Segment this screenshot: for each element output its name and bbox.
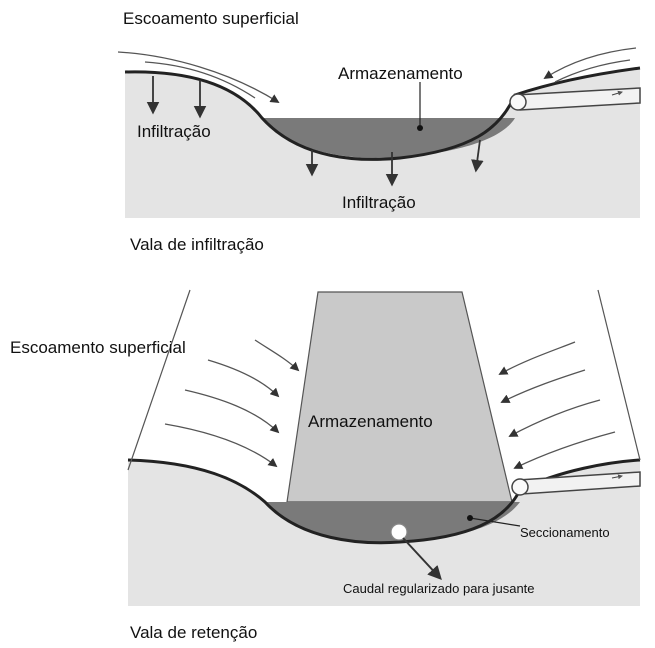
right-bank-line bbox=[597, 289, 641, 461]
outflow-arrow bbox=[402, 537, 442, 581]
section-marker bbox=[467, 515, 473, 521]
storage-label-top: Armazenamento bbox=[338, 64, 463, 83]
infiltration-label-left: Infiltração bbox=[137, 122, 211, 141]
section-leader bbox=[469, 517, 521, 527]
caption-bottom: Vala de retenção bbox=[130, 623, 257, 642]
ground-outline-bottom bbox=[127, 458, 641, 545]
runoff-arrow-bottom-left-2 bbox=[207, 359, 280, 398]
section-label: Seccionamento bbox=[520, 525, 610, 540]
infiltration-label-bottom: Infiltração bbox=[342, 193, 416, 212]
infiltration-trench-diagram: Escoamento superficial Armazenamento Inf… bbox=[117, 9, 641, 254]
retention-trench-diagram: Escoamento superficial Armazenamento Sec… bbox=[10, 289, 641, 642]
ground-outline-top bbox=[124, 66, 641, 161]
left-bank-line bbox=[127, 289, 191, 471]
outflow-label: Caudal regularizado para jusante bbox=[343, 581, 535, 596]
storage-marker-top bbox=[417, 125, 423, 131]
runoff-arrow-bottom-right-3 bbox=[508, 399, 601, 437]
retention-storage-column bbox=[286, 291, 513, 503]
outlet-orifice bbox=[390, 523, 408, 541]
runoff-arrow-bottom-left-1 bbox=[254, 339, 300, 372]
runoff-arrow-top-left-2 bbox=[144, 61, 256, 99]
runoff-arrow-bottom-right-4 bbox=[513, 431, 616, 469]
caption-top: Vala de infiltração bbox=[130, 235, 264, 254]
runoff-arrow-top-left-1 bbox=[117, 51, 280, 103]
runoff-arrow-bottom-right-2 bbox=[500, 369, 586, 403]
surface-runoff-label-bottom: Escoamento superficial bbox=[10, 338, 186, 357]
runoff-arrow-bottom-left-3 bbox=[184, 389, 280, 434]
surface-runoff-label-top: Escoamento superficial bbox=[123, 9, 299, 28]
infiltration-arrow-5 bbox=[471, 139, 484, 173]
runoff-arrow-top-right-1 bbox=[543, 47, 637, 79]
storage-label-bottom: Armazenamento bbox=[308, 412, 433, 431]
runoff-arrow-top-right-2 bbox=[554, 59, 631, 83]
runoff-arrow-bottom-left-4 bbox=[164, 423, 278, 468]
runoff-arrow-bottom-right-1 bbox=[498, 341, 576, 375]
inflow-pipe-top bbox=[509, 87, 641, 111]
inflow-pipe-bottom bbox=[511, 471, 641, 496]
